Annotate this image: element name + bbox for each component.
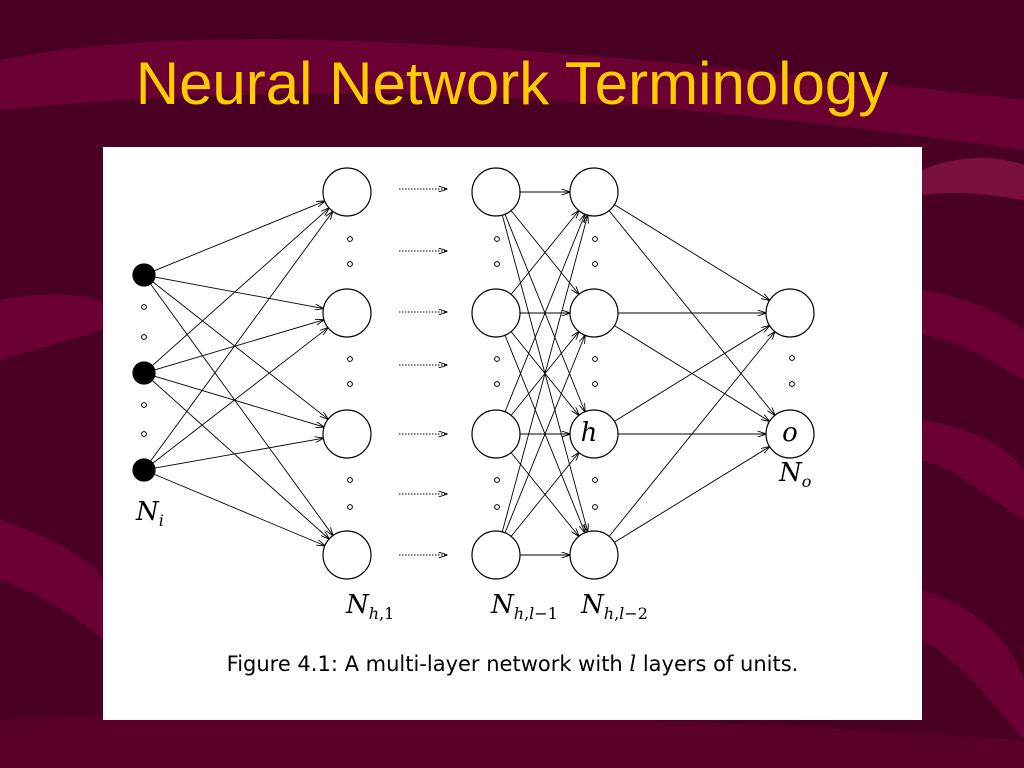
ellipsis-dot	[347, 381, 353, 387]
network-node	[471, 167, 521, 217]
ellipsis-dot	[789, 355, 795, 361]
ellipsis-dot	[141, 431, 147, 437]
hidden-layer-l-minus-2-label: Nh,l−2	[580, 590, 648, 623]
connection-edge	[614, 204, 769, 301]
network-node	[471, 530, 521, 580]
ellipsis-dot	[789, 381, 795, 387]
connection-edge	[154, 201, 325, 272]
edge-group	[150, 192, 774, 555]
network-node	[132, 361, 156, 385]
ellipsis-dot	[592, 504, 598, 510]
ellipsis-dot	[494, 356, 500, 362]
network-node	[322, 409, 372, 459]
background-swoosh	[922, 420, 1024, 520]
network-node	[765, 409, 815, 459]
ellipsis-dot	[141, 402, 147, 408]
network-node	[569, 530, 619, 580]
ellipsis-dot	[592, 236, 598, 242]
connection-edge	[154, 320, 324, 371]
connection-edge	[504, 335, 585, 533]
background-swoosh	[0, 39, 1024, 150]
hidden-node-label: h	[581, 418, 598, 448]
hidden-layer-l-minus-1-label: Nh,l−1	[490, 590, 558, 623]
ellipsis-dot	[347, 261, 353, 267]
ellipsis-dot	[592, 356, 598, 362]
network-node	[471, 409, 521, 459]
ellipsis-dot	[141, 304, 147, 310]
background-swoosh	[0, 294, 121, 360]
network-node	[471, 288, 521, 338]
connection-edge	[608, 332, 775, 537]
background-swoosh	[922, 290, 1024, 380]
background-swoosh	[922, 158, 1024, 200]
figure-caption: Figure 4.1: A multi-layer network with l…	[103, 652, 922, 676]
ellipsis-dot	[592, 381, 598, 387]
caption-prefix: Figure 4.1: A multi-layer network with	[226, 652, 630, 676]
connection-edge	[501, 215, 587, 532]
ellipsis-dot	[494, 504, 500, 510]
connection-edge	[510, 453, 579, 537]
connection-edge	[510, 211, 579, 295]
background-swoosh	[922, 590, 1024, 740]
connection-edge	[504, 214, 585, 412]
network-node	[132, 263, 156, 287]
ellipsis-dot	[494, 261, 500, 267]
ellipsis-dot	[494, 236, 500, 242]
connection-edge	[151, 380, 329, 539]
hidden-layer-1-label: Nh,1	[345, 590, 394, 623]
caption-symbol: l	[629, 652, 637, 676]
ellipsis-dot	[347, 236, 353, 242]
connection-edge	[150, 211, 332, 462]
background-swoosh	[0, 711, 1024, 768]
connection-edge	[614, 326, 769, 422]
connection-edge	[614, 447, 769, 543]
network-node	[765, 288, 815, 338]
connection-edge	[151, 208, 329, 367]
ellipsis-dot	[347, 477, 353, 483]
network-node	[569, 409, 619, 459]
network-node	[322, 530, 372, 580]
network-diagram: h o Ni Nh,1 Nh,l−1 Nh,l−2 No	[132, 167, 815, 623]
connection-edge	[154, 375, 324, 427]
figure-panel: h o Ni Nh,1 Nh,l−1 Nh,l−2 No Figure 4.1:…	[103, 147, 922, 720]
ellipsis-dot	[592, 261, 598, 267]
background-swoosh	[0, 520, 103, 640]
slide-title: Neural Network Terminology	[135, 50, 889, 117]
output-node-label: o	[782, 418, 798, 448]
connection-edge	[152, 328, 328, 464]
network-node	[569, 167, 619, 217]
connection-edge	[153, 473, 325, 545]
ellipsis-dot	[494, 477, 500, 483]
ellipsis-dot	[141, 334, 147, 340]
connection-edge	[152, 281, 328, 419]
output-layer-label: No	[778, 458, 811, 491]
connection-edge	[150, 283, 332, 536]
input-layer-label: Ni	[135, 497, 164, 530]
ellipsis-dot	[347, 504, 353, 510]
ellipsis-dots-group	[141, 236, 795, 510]
network-node	[132, 458, 156, 482]
connection-edge	[154, 276, 324, 309]
network-node	[322, 167, 372, 217]
ellipsis-dot	[347, 356, 353, 362]
network-node	[322, 288, 372, 338]
caption-suffix: layers of units.	[636, 652, 799, 676]
ellipsis-arrow-group	[399, 189, 447, 555]
connection-edge	[154, 438, 324, 469]
network-node	[569, 288, 619, 338]
ellipsis-dot	[592, 477, 598, 483]
ellipsis-dot	[494, 381, 500, 387]
node-group	[132, 167, 815, 580]
